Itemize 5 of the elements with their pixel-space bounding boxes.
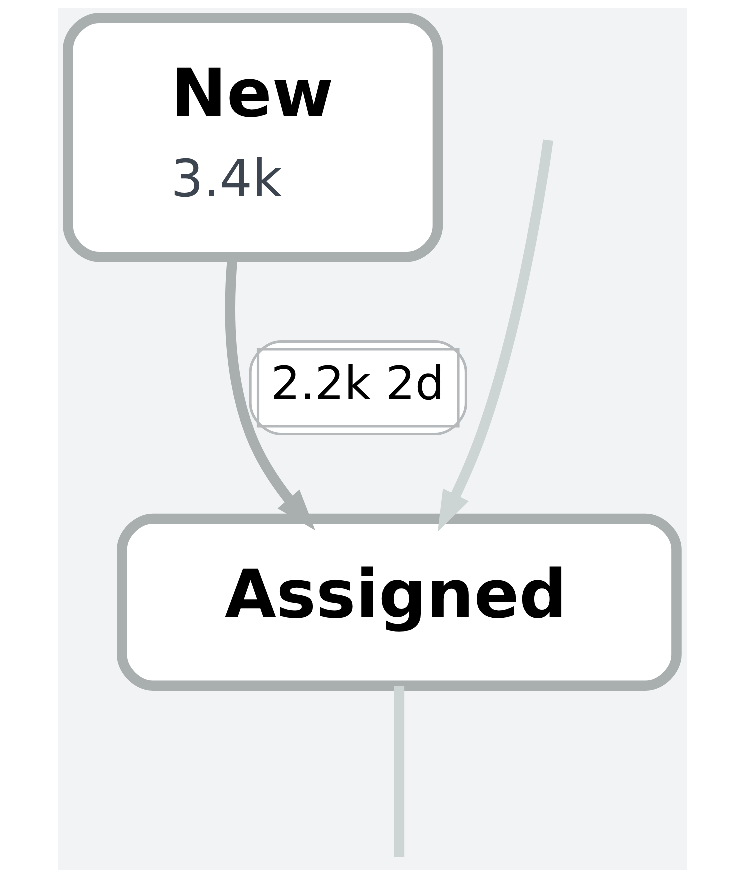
connector <box>394 686 404 858</box>
node-box: Assigned <box>116 514 682 691</box>
edge-label: 2.2k 2d <box>270 356 444 410</box>
arrow <box>437 140 553 532</box>
node-box: New 3.4k <box>62 13 443 262</box>
